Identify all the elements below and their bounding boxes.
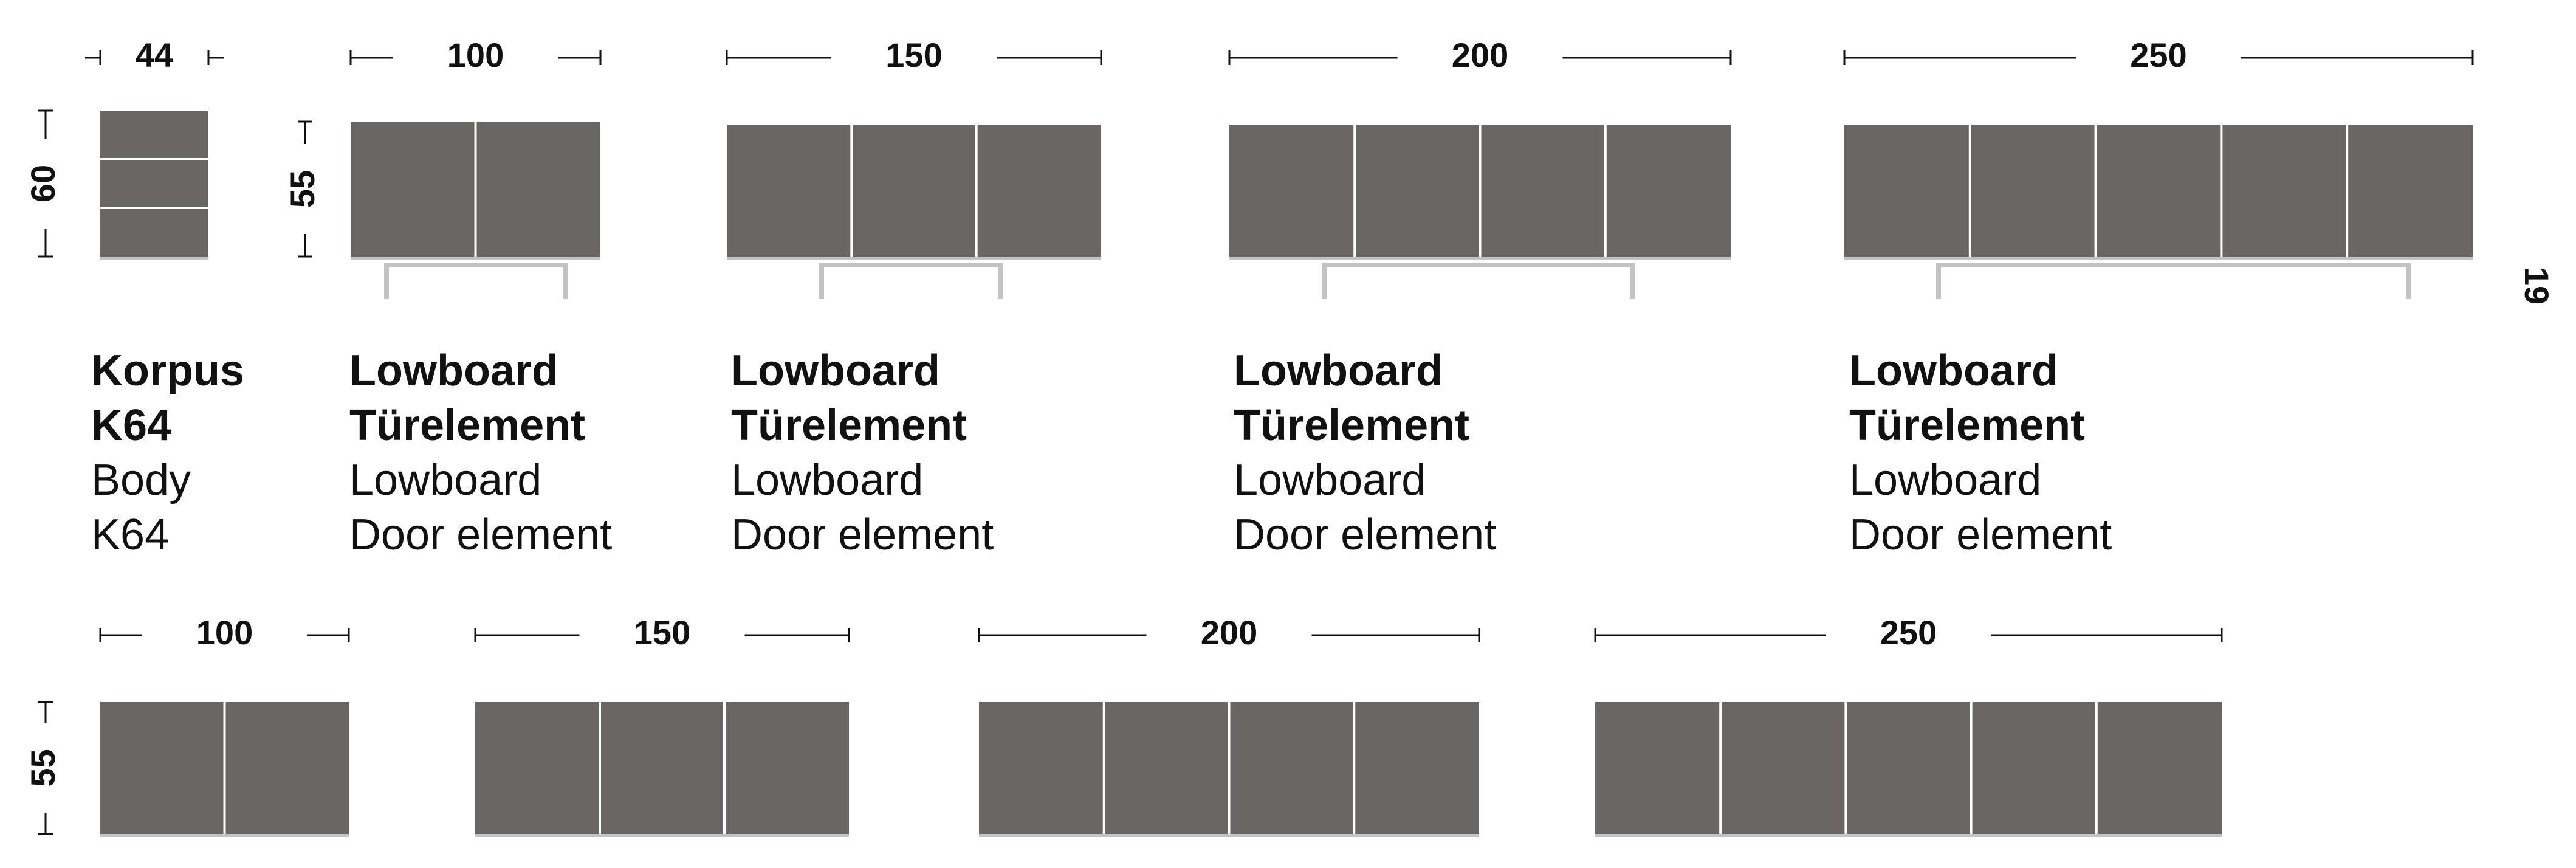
cabinet-body bbox=[1595, 702, 2222, 834]
caption-de-line-1: Lowboard bbox=[1849, 346, 2058, 395]
caption-de-line-2: Türelement bbox=[1234, 401, 1470, 450]
stand-crossbar bbox=[384, 263, 568, 267]
width-dimension-label: 250 bbox=[1880, 613, 1937, 652]
cabinet-plinth-line bbox=[1595, 834, 2222, 837]
height-dimension-label: 55 bbox=[283, 170, 321, 208]
cabinet-body bbox=[100, 111, 208, 257]
cabinet-plinth-line bbox=[979, 834, 1479, 837]
stand-leg-right bbox=[2406, 263, 2411, 299]
width-dimension-label: 44 bbox=[136, 36, 173, 74]
cabinet-plinth-line bbox=[100, 834, 349, 837]
stand-leg-right bbox=[998, 263, 1003, 299]
caption-de-line-1: Lowboard bbox=[731, 346, 940, 395]
stand-crossbar bbox=[1322, 263, 1635, 267]
caption-de-line-2: Türelement bbox=[1849, 401, 2086, 450]
caption-lowboard-250: Lowboard Türelement Lowboard Door elemen… bbox=[1849, 343, 2112, 562]
width-dimension-label: 250 bbox=[2130, 36, 2186, 74]
caption-lowboard-100: Lowboard Türelement Lowboard Door elemen… bbox=[349, 343, 612, 562]
caption-en-line-2: Door element bbox=[1849, 511, 2112, 559]
caption-en-line-1: Lowboard bbox=[731, 456, 924, 505]
stand-leg-left bbox=[1936, 263, 1941, 299]
stand-leg-right bbox=[563, 263, 568, 299]
stand-leg-right bbox=[1630, 263, 1635, 299]
width-dimension-label: 200 bbox=[1201, 613, 1257, 652]
cabinet-plinth-line bbox=[1229, 257, 1731, 260]
cabinet-plinth-line bbox=[1844, 257, 2473, 260]
caption-en-line-2: K64 bbox=[91, 511, 170, 559]
width-dimension-label: 150 bbox=[885, 36, 942, 74]
caption-en-line-2: Door element bbox=[1234, 511, 1497, 559]
stand-leg-left bbox=[1322, 263, 1327, 299]
caption-de-line-1: Lowboard bbox=[349, 346, 558, 395]
caption-de-line-1: Korpus bbox=[91, 346, 244, 395]
cabinet-body bbox=[1844, 125, 2473, 257]
caption-en-line-1: Lowboard bbox=[1849, 456, 2042, 505]
cabinet-plinth-line bbox=[475, 834, 849, 837]
caption-en-line-1: Body bbox=[91, 456, 191, 505]
caption-lowboard-150: Lowboard Türelement Lowboard Door elemen… bbox=[731, 343, 994, 562]
caption-lowboard-200: Lowboard Türelement Lowboard Door elemen… bbox=[1234, 343, 1496, 562]
width-dimension-label: 100 bbox=[196, 613, 253, 652]
caption-en-line-2: Door element bbox=[731, 511, 994, 559]
height-dimension-label: 60 bbox=[24, 165, 62, 202]
stand-leg-left bbox=[819, 263, 824, 299]
cabinet-plinth-line bbox=[351, 257, 600, 260]
side-dimension-label: 19 bbox=[2518, 267, 2556, 305]
caption-de-line-1: Lowboard bbox=[1234, 346, 1443, 395]
caption-de-line-2: K64 bbox=[91, 401, 172, 450]
caption-de-line-2: Türelement bbox=[731, 401, 967, 450]
caption-en-line-2: Door element bbox=[349, 511, 613, 559]
caption-de-line-2: Türelement bbox=[349, 401, 586, 450]
cabinet-body bbox=[727, 125, 1101, 257]
stand-crossbar bbox=[1936, 263, 2411, 267]
height-dimension-label: 55 bbox=[24, 749, 62, 787]
width-dimension-label: 200 bbox=[1452, 36, 1508, 74]
caption-en-line-1: Lowboard bbox=[349, 456, 542, 505]
stand-crossbar bbox=[819, 263, 1003, 267]
width-dimension-label: 100 bbox=[447, 36, 504, 74]
cabinet-plinth-line bbox=[727, 257, 1101, 260]
caption-korpus-k64: Korpus K64 Body K64 bbox=[91, 343, 244, 562]
stand-leg-left bbox=[384, 263, 389, 299]
caption-en-line-1: Lowboard bbox=[1234, 456, 1426, 505]
cabinet-plinth-line bbox=[100, 257, 208, 260]
width-dimension-label: 150 bbox=[634, 613, 690, 652]
cabinet-body bbox=[475, 702, 849, 834]
